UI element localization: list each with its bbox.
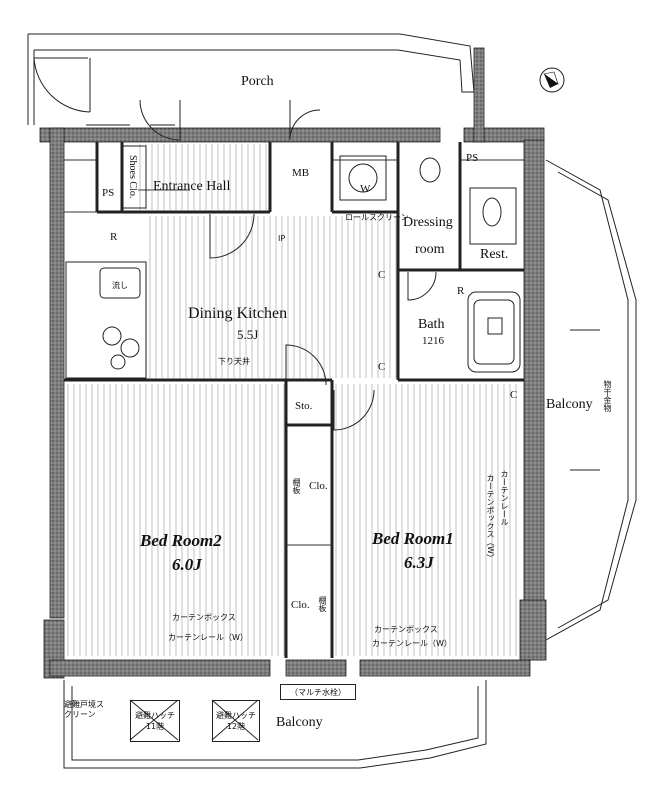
mark-r-2: R — [457, 285, 465, 297]
label-bedroom-1-area: 6.3J — [404, 553, 434, 572]
label-roll-screen: ロールスクリーン — [345, 213, 409, 222]
label-bedroom-2-area: 6.0J — [172, 555, 202, 574]
thin-lines — [64, 159, 524, 546]
label-curtain-box-left: カーテンボックス — [172, 613, 236, 622]
label-multi-faucet: （マルチ水栓） — [290, 687, 346, 697]
label-shoes-closet: Shoes Clo. — [127, 155, 138, 199]
mark-ip: IP — [278, 234, 286, 243]
label-dressing-room-2: room — [415, 242, 445, 257]
porch-area — [27, 33, 475, 126]
label-ps-left: PS — [102, 187, 115, 199]
label-ps-right: PS — [466, 152, 479, 164]
label-balcony-bottom: Balcony — [276, 715, 323, 730]
label-mb: MB — [292, 167, 310, 179]
evacuation-hatch-11f: 避難ハッチ 11階 — [130, 700, 180, 742]
label-closet-2: Clo. — [291, 599, 310, 611]
multi-faucet-box: （マルチ水栓） — [280, 684, 356, 700]
label-bedroom-2: Bed Room2 — [140, 531, 222, 550]
label-sink: 流し — [112, 281, 128, 290]
label-shelf-2: 棚板 — [318, 596, 327, 612]
label-bedroom-1: Bed Room1 — [372, 529, 454, 548]
mark-r-1: R — [110, 231, 118, 243]
right-balcony — [545, 159, 637, 641]
mark-c-3: C — [510, 389, 518, 401]
label-balcony-right: Balcony — [546, 397, 593, 412]
label-hatch-12f: 避難ハッチ 12階 — [216, 711, 256, 731]
label-curtain-box-vertical: カーテンボックス（W） — [486, 474, 495, 562]
kitchen-counter — [65, 261, 147, 379]
label-storage: Sto. — [295, 400, 313, 412]
label-dressing-room: Dressing — [403, 215, 453, 230]
label-closet-1: Clo. — [309, 480, 328, 492]
label-curtain-rail-right: カーテンレール（W） — [372, 639, 452, 648]
label-entrance-hall: Entrance Hall — [153, 179, 231, 194]
door-swings — [139, 99, 437, 431]
north-arrow-icon — [539, 67, 565, 93]
label-dryer-pole: 物干金物 — [603, 380, 612, 412]
evacuation-hatch-12f: 避難ハッチ 12階 — [212, 700, 260, 742]
label-curtain-rail-vertical: カーテンレール — [500, 470, 509, 526]
bottom-balcony — [63, 680, 487, 769]
label-curtain-box-right: カーテンボックス — [374, 625, 438, 634]
label-porch: Porch — [241, 74, 274, 89]
label-curtain-rail-left: カーテンレール（W） — [168, 633, 248, 642]
mark-c-2: C — [378, 361, 386, 373]
label-washer: W — [360, 183, 371, 195]
mark-c-1: C — [378, 269, 386, 281]
label-hatch-11f: 避難ハッチ 11階 — [135, 711, 175, 731]
exterior-walls — [39, 47, 547, 679]
floorboard-pattern — [67, 144, 517, 656]
label-dining-kitchen: Dining Kitchen — [188, 305, 288, 322]
bath-fixtures — [121, 145, 521, 373]
label-drop-ceiling: 下り天井 — [218, 357, 250, 366]
label-bath: Bath — [418, 317, 445, 332]
label-evac-screen: 避難戸境スクリーン — [64, 700, 104, 720]
label-restroom: Rest. — [480, 247, 509, 262]
label-bath-size: 1216 — [422, 335, 444, 347]
label-dining-kitchen-area: 5.5J — [237, 327, 259, 342]
label-shelf-1: 棚板 — [292, 478, 301, 494]
